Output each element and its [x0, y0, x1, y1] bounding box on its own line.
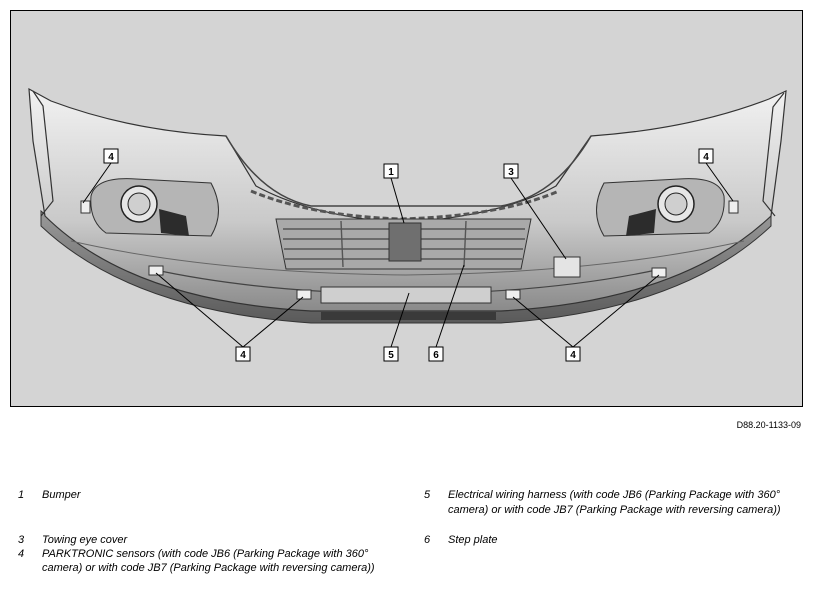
towing-eye-cover	[553, 256, 581, 278]
center-plate	[388, 222, 422, 262]
right-side-bracket	[762, 92, 785, 217]
right-fog-lamp	[626, 185, 695, 236]
left-side-bracket	[32, 90, 54, 217]
legend-number: 1	[18, 489, 25, 501]
legend-text: Bumper	[42, 489, 81, 501]
diagram-figure: 1 3 4 4 4 4 5 6	[10, 10, 803, 407]
callout-4-left-upper: 4	[103, 148, 119, 164]
bumper-drawing: 1 3 4 4 4 4 5 6	[28, 87, 787, 362]
legend-number: 4	[18, 548, 25, 560]
legend-number: 3	[18, 534, 25, 546]
svg-text:6: 6	[433, 350, 439, 361]
callout-4-left-lower: 4	[235, 346, 251, 362]
callout-5: 5	[383, 346, 399, 362]
legend-number: 6	[424, 534, 431, 546]
callout-1: 1	[383, 163, 399, 179]
svg-text:4: 4	[108, 152, 114, 163]
callout-3: 3	[503, 163, 519, 179]
lower-step-strip	[321, 312, 496, 320]
svg-text:4: 4	[703, 152, 709, 163]
leader-lines	[82, 162, 734, 348]
legend-text: Electrical wiring harness (with code JB6…	[448, 489, 781, 516]
svg-text:5: 5	[388, 350, 394, 361]
svg-text:1: 1	[388, 167, 394, 178]
callout-4-right-lower: 4	[565, 346, 581, 362]
legend-text: PARKTRONIC sensors (with code JB6 (Parki…	[42, 548, 375, 574]
svg-text:4: 4	[570, 350, 576, 361]
legend-text: Towing eye cover	[42, 534, 128, 546]
svg-text:3: 3	[508, 167, 514, 178]
svg-text:4: 4	[240, 350, 246, 361]
figure-code: D88.20-1133-09	[736, 420, 801, 430]
bumper-upper-edge	[225, 135, 592, 207]
parktronic-sensors	[80, 200, 739, 300]
callout-6: 6	[428, 346, 444, 362]
legend-number: 5	[424, 489, 431, 501]
left-fog-lamp	[120, 185, 189, 236]
bumper-crease-line	[70, 240, 745, 276]
bumper-body	[28, 87, 787, 312]
legend-text: Step plate	[448, 534, 498, 546]
callout-4-right-upper: 4	[698, 148, 714, 164]
